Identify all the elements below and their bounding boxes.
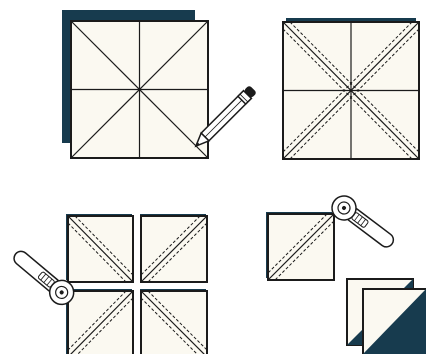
rotary-cutter-icon: [327, 191, 399, 253]
cut-square-bottom-right: [140, 289, 207, 354]
step-4-half-square-triangles: [266, 191, 426, 354]
hst-unit-front: [363, 289, 426, 354]
square-being-cut: [266, 212, 334, 280]
cut-square-top-left: [66, 214, 133, 282]
step-2-stitched-square: [283, 18, 419, 159]
step-1-marked-square: [62, 10, 257, 158]
marked-lines: [283, 22, 419, 159]
cut-square-bottom-left: [66, 289, 133, 354]
marked-lines: [71, 21, 208, 158]
step-3-four-squares: [8, 214, 207, 354]
cut-square-top-right: [140, 214, 207, 282]
